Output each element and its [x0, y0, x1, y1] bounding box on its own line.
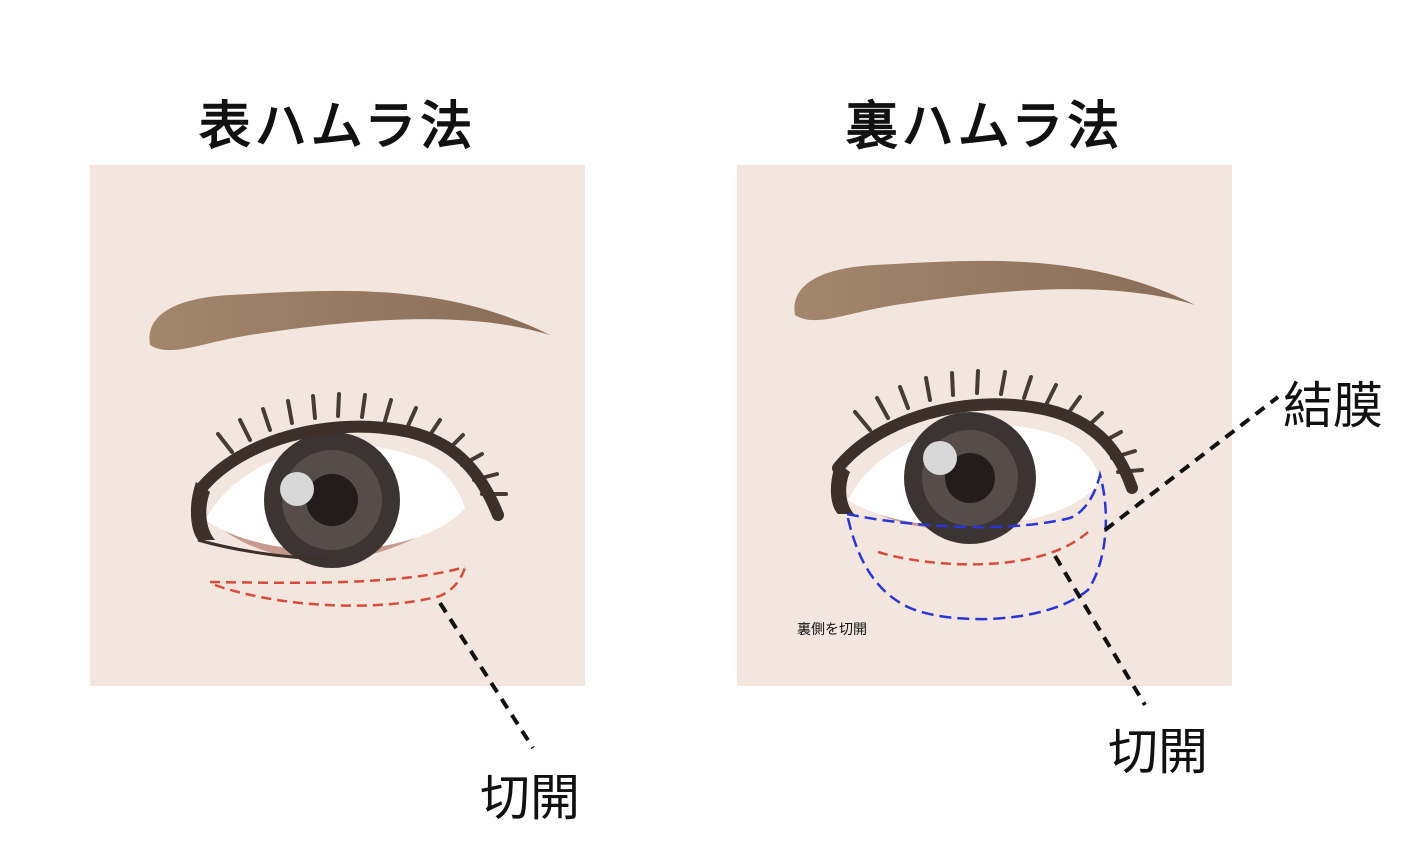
label-incision-left: 切開 [480, 769, 580, 827]
left-eye-lower-lid [205, 515, 450, 561]
title-front-hamra: 表ハムラ法 [198, 96, 477, 157]
right-eye-illustration [794, 260, 1280, 707]
label-inner-side-incision: 裏側を切開 [797, 622, 867, 638]
left-incision-pointer [438, 601, 535, 750]
right-iris [904, 412, 1036, 544]
title-back-hamra: 裏ハムラ法 [845, 96, 1124, 157]
label-conjunctiva: 結膜 [1283, 377, 1383, 435]
left-eye-corner [190, 482, 215, 540]
right-incision-pointer [1053, 554, 1147, 707]
left-iris [264, 432, 400, 568]
label-incision-right: 切開 [1108, 723, 1208, 781]
left-eye-bottom-lid-line [197, 538, 331, 560]
right-eyebrow [794, 260, 1195, 321]
right-conjunctiva-outline [845, 470, 1108, 621]
right-eye-corner [830, 462, 854, 514]
left-eye-illustration [149, 290, 551, 750]
right-incision-line [877, 531, 1089, 566]
left-eyebrow [149, 290, 551, 351]
left-upper-lid-line [194, 420, 504, 521]
conjunctiva-pointer [1103, 395, 1280, 532]
right-upper-lid-line [832, 398, 1138, 494]
left-incision-line [209, 565, 467, 607]
